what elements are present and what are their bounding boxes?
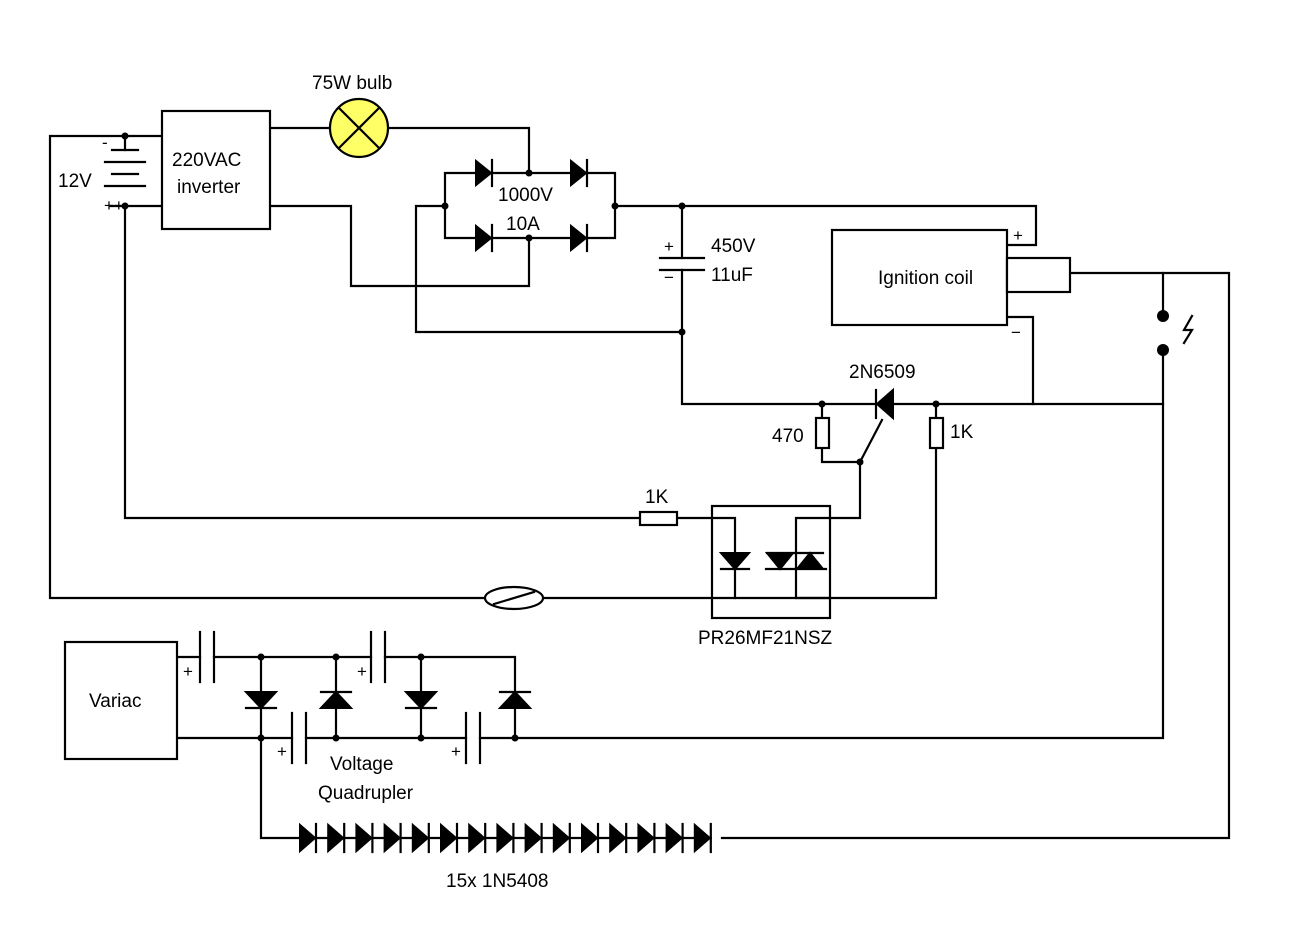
anode-resistor: 1K — [928, 416, 974, 450]
capacitor-plus-sign: + — [664, 237, 674, 256]
gate-resistor-label: 470 — [772, 426, 804, 447]
battery: 12V - ++ — [58, 133, 147, 215]
bulb-label: 75W bulb — [312, 73, 392, 94]
inverter: 220VAC inverter — [160, 109, 272, 231]
series-diode-icon — [440, 822, 458, 854]
series-diode-icon — [693, 822, 712, 854]
scr-label: 2N6509 — [849, 362, 916, 383]
series-diode-icon — [552, 822, 571, 854]
series-diode-icon — [383, 822, 402, 854]
switch — [483, 585, 545, 611]
wires — [48, 126, 1231, 840]
quad-cap1-plus: + — [183, 662, 193, 681]
coil-minus-sign: − — [1011, 323, 1021, 342]
led-resistor-label: 1K — [645, 487, 669, 508]
battery-label: 12V — [58, 171, 92, 192]
series-diode-icon — [355, 822, 373, 854]
capacitor-value-label: 11uF — [711, 265, 753, 286]
gate-resistor: 470 — [772, 416, 831, 450]
bridge-current-label: 10A — [506, 214, 540, 235]
junctions — [121, 132, 940, 742]
spark-gap — [1157, 310, 1194, 356]
capacitor-minus-sign: − — [664, 268, 674, 287]
series-diode-icon — [299, 822, 317, 854]
quad-cap4-plus: + — [451, 742, 461, 761]
inverter-label-line2: inverter — [177, 177, 241, 198]
scr-thyristor: 2N6509 — [849, 362, 916, 421]
battery-plus-sign: ++ — [104, 196, 124, 215]
quadrupler-label-line1: Voltage — [330, 754, 393, 775]
anode-resistor-label: 1K — [950, 422, 974, 443]
coil-plus-sign: + — [1013, 226, 1023, 245]
series-diode-icon — [637, 822, 655, 854]
lamp: 75W bulb — [312, 73, 392, 159]
capacitor-voltage-label: 450V — [711, 236, 756, 257]
bridge-rectifier: 1000V 10A — [475, 158, 589, 253]
series-diode-icon — [327, 822, 345, 854]
inverter-label-line1: 220VAC — [172, 150, 241, 171]
optocoupler-label: PR26MF21NSZ — [698, 628, 832, 649]
quad-cap3-plus: + — [357, 662, 367, 681]
ignition-coil-label: Ignition coil — [878, 268, 973, 289]
series-diode-icon — [468, 822, 486, 854]
quadrupler-label-line2: Quadrupler — [318, 783, 414, 804]
series-diode-icon — [609, 822, 627, 854]
variac-label: Variac — [89, 691, 141, 712]
series-diode-icon — [665, 822, 684, 854]
ignition-coil: Ignition coil + − — [830, 226, 1072, 342]
variac: Variac — [63, 640, 179, 761]
series-diode-icon — [581, 822, 599, 854]
voltage-quadrupler: + + + + Voltage Quadrupler — [183, 630, 533, 804]
series-diode-icon — [496, 822, 514, 854]
series-diode-icon — [524, 822, 543, 854]
optocoupler: PR26MF21NSZ — [698, 504, 832, 649]
diode-chain-label: 15x 1N5408 — [446, 871, 548, 892]
series-diode-icon — [411, 822, 430, 854]
battery-minus-sign: - — [102, 133, 108, 152]
storage-capacitor: + − 450V 11uF — [658, 236, 756, 287]
quad-cap2-plus: + — [277, 742, 287, 761]
led-resistor: 1K — [638, 487, 679, 527]
diode-chain: 15x 1N5408 — [298, 822, 712, 892]
bridge-voltage-label: 1000V — [498, 185, 553, 206]
spark-icon — [1182, 314, 1194, 345]
